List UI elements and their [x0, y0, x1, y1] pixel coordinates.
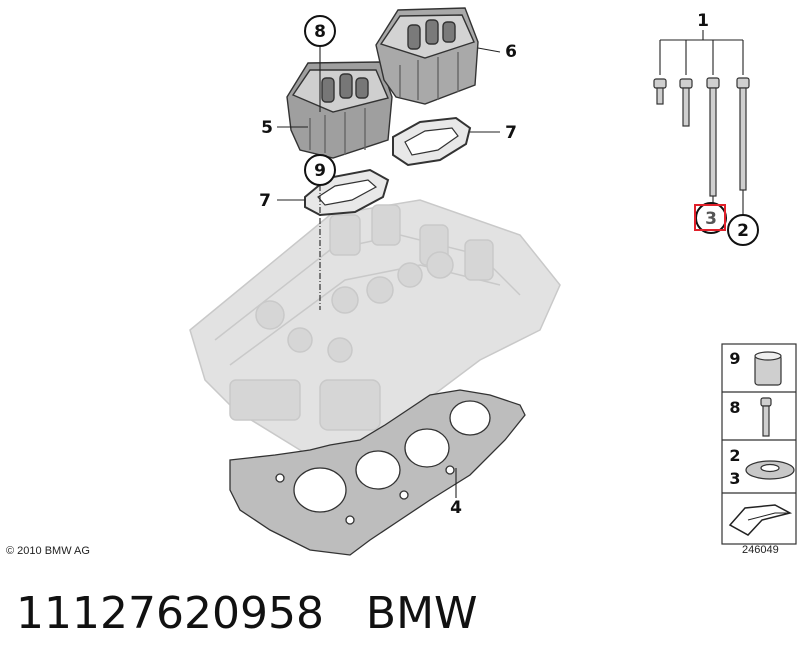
- callout-5-label[interactable]: 5: [261, 118, 273, 138]
- callout-8[interactable]: 8: [304, 15, 336, 47]
- callout-2[interactable]: 2: [727, 214, 759, 246]
- callout-2-label: 2: [737, 221, 749, 241]
- callout-4-label[interactable]: 4: [450, 498, 462, 518]
- callout-7-upper-label[interactable]: 7: [505, 123, 517, 143]
- legend-row-2-label: 2: [729, 446, 740, 465]
- camshaft-carrier-6-illustration: [375, 7, 479, 105]
- callout-9[interactable]: 9: [304, 154, 336, 186]
- parts-diagram: 8 9 2 3 1 5 6 7 7 4 9 8 2 3: [6, 7, 797, 557]
- diagram-id: 246049: [742, 544, 779, 556]
- brand-name: BMW: [365, 588, 478, 639]
- legend-row-3-label: 3: [729, 469, 740, 488]
- copyright-text: © 2010 BMW AG: [6, 545, 90, 557]
- cylinder-head-illustration: [189, 199, 561, 471]
- washer-icon: [745, 460, 795, 480]
- legend-row-9-label: 9: [729, 349, 740, 368]
- part-caption: 11127620958 BMW: [16, 588, 478, 639]
- callout-1-label[interactable]: 1: [697, 11, 709, 31]
- callout-3-highlighted[interactable]: 3: [694, 202, 727, 234]
- callout-9-label: 9: [314, 161, 326, 181]
- camshaft-carrier-5-illustration: [286, 61, 393, 159]
- callout-8-label: 8: [314, 22, 326, 42]
- bolt-icon: [760, 397, 772, 437]
- callout-7-lower-label[interactable]: 7: [259, 191, 271, 211]
- head-gasket-illustration: [229, 389, 526, 556]
- bolt-set-illustration: [653, 77, 750, 197]
- callout-6-label[interactable]: 6: [505, 42, 517, 62]
- sleeve-icon: [754, 351, 782, 386]
- gasket-7-upper-illustration: [392, 116, 472, 167]
- part-number: 11127620958: [16, 588, 324, 639]
- arrow-icon[interactable]: [728, 504, 793, 536]
- legend-row-8-label: 8: [729, 398, 740, 417]
- callout-3-label: 3: [705, 209, 717, 229]
